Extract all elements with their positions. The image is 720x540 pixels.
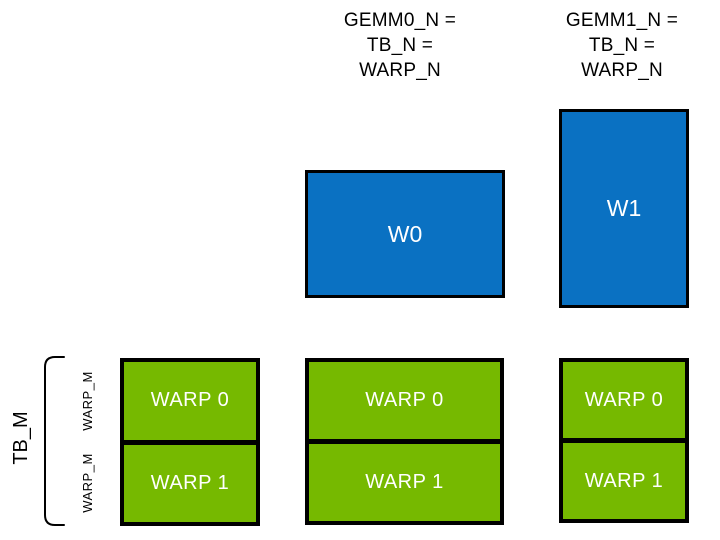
warp-tile-w0-label: W0	[387, 220, 423, 247]
warp-row-label: WARP 0	[584, 388, 664, 411]
warp-tile-w0: W0	[305, 170, 505, 298]
thread-block-column-0: WARP 0 WARP 1	[120, 358, 260, 526]
thread-block-column-2: WARP 0 WARP 1	[559, 358, 689, 523]
warp-row: WARP 1	[124, 439, 256, 522]
gemm1-n-header-line3: WARP_N	[581, 60, 663, 81]
warp-row: WARP 0	[563, 362, 685, 438]
gemm0-n-header: GEMM0_N = TB_N = WARP_N	[300, 8, 500, 83]
gemm0-n-header-line1: GEMM0_N =	[343, 10, 457, 31]
gemm1-n-header-line2: TB_N =	[588, 35, 656, 56]
warp-m-label-row0: WARP_M	[80, 371, 95, 431]
gemm0-n-header-line2: TB_N =	[366, 35, 434, 56]
warp-tile-w1-label: W1	[606, 195, 642, 221]
gemm1-n-header-line1: GEMM1_N =	[565, 10, 679, 31]
tb-m-bracket	[42, 355, 66, 527]
warp-row-label: WARP 0	[365, 389, 444, 411]
warp-row: WARP 0	[124, 362, 256, 440]
warp-m-label-row1: WARP_M	[80, 453, 95, 513]
warp-row: WARP 1	[563, 438, 685, 519]
left-bracket-icon	[44, 356, 65, 526]
thread-block-column-1: WARP 0 WARP 1	[305, 358, 504, 525]
warp-row-label: WARP 1	[365, 471, 444, 493]
tb-m-label: TB_M	[10, 411, 32, 465]
warp-row: WARP 0	[309, 362, 500, 439]
warp-row-label: WARP 0	[150, 389, 230, 412]
gemm1-n-header: GEMM1_N = TB_N = WARP_N	[522, 8, 720, 83]
warp-row: WARP 1	[309, 439, 500, 521]
warp-row-label: WARP 1	[584, 469, 664, 492]
warp-row-label: WARP 1	[150, 471, 230, 494]
gemm0-n-header-line3: WARP_N	[359, 60, 441, 81]
warp-tile-w1: W1	[559, 109, 689, 308]
